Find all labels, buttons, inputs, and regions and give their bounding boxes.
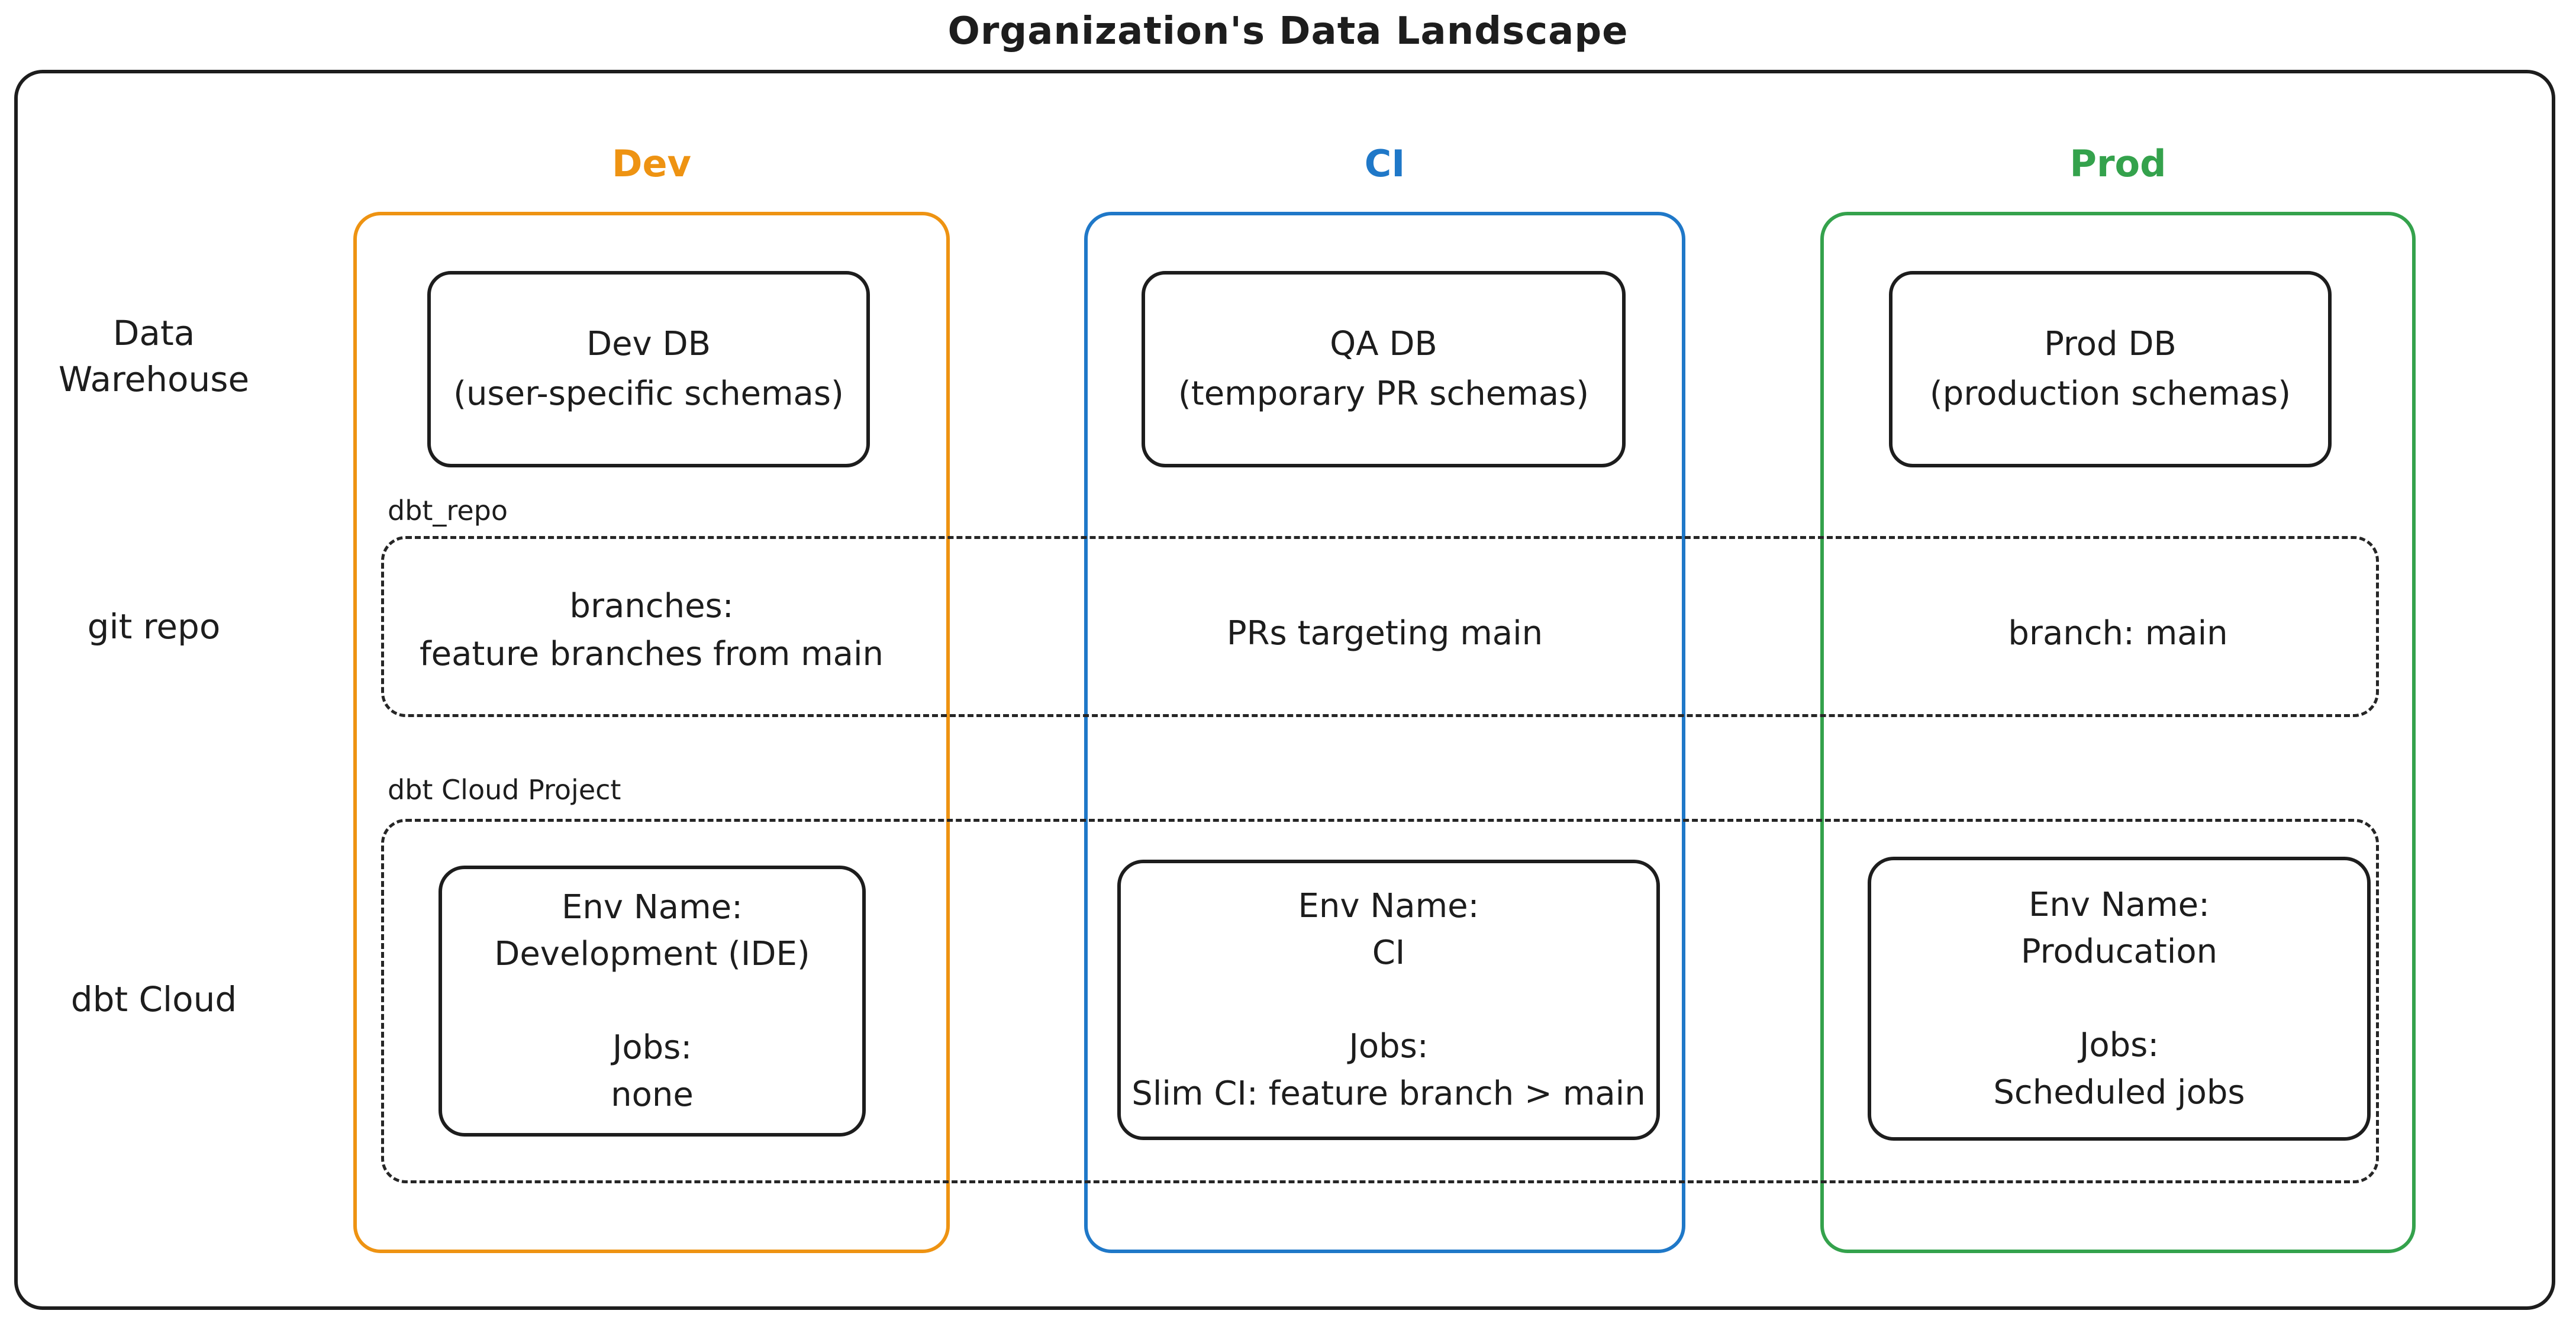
column-frame-prod [1820,212,2416,1253]
git-text-ci: PRs targeting main [1226,614,1543,653]
qa-db-detail: (temporary PR schemas) [1178,375,1590,413]
env-prod-jobs: Scheduled jobs [1993,1073,2245,1112]
column-header-dev: Dev [612,142,691,185]
row-label-data-warehouse-line2: Warehouse [58,359,250,400]
git-text-dev: branches: feature branches from main [353,582,950,678]
env-dev-name: Development (IDE) [494,935,810,974]
env-dev-jobs-label: Jobs: [612,1028,692,1067]
env-prod-name-label: Env Name: [2029,885,2210,924]
column-frame-ci [1084,212,1685,1253]
column-frame-dev [353,212,950,1253]
qa-db-box: QA DB (temporary PR schemas) [1142,271,1626,467]
env-box-dev: Env Name: Development (IDE) Jobs: none [439,866,866,1137]
env-ci-jobs: Slim CI: feature branch > main [1131,1074,1646,1113]
dev-db-box: Dev DB (user-specific schemas) [427,271,870,467]
env-dev-name-label: Env Name: [562,887,743,927]
prod-db-box: Prod DB (production schemas) [1889,271,2332,467]
column-header-ci: CI [1364,142,1405,185]
git-text-prod: branch: main [2008,614,2228,653]
env-ci-name: CI [1372,934,1405,973]
env-box-ci: Env Name: CI Jobs: Slim CI: feature bran… [1117,860,1660,1140]
env-prod-name: Producation [2020,932,2218,971]
git-text-dev-line2: feature branches from main [419,635,884,674]
dev-db-detail: (user-specific schemas) [453,375,844,413]
env-ci-jobs-label: Jobs: [1349,1027,1429,1066]
row-label-git-repo: git repo [87,606,221,647]
dbt-cloud-project-dashed-frame [381,819,2379,1183]
dbt-cloud-project-label: dbt Cloud Project [388,774,621,806]
prod-db-detail: (production schemas) [1929,375,2291,413]
env-ci-name-label: Env Name: [1298,886,1479,925]
env-dev-jobs: none [611,1075,694,1114]
dbt-repo-dashed-frame [381,536,2379,717]
diagram-title: Organization's Data Landscape [947,9,1629,53]
outer-frame [14,70,2555,1310]
row-label-dbt-cloud: dbt Cloud [70,979,237,1019]
row-label-data-warehouse: Data Warehouse [12,310,296,403]
prod-db-name: Prod DB [2044,325,2177,363]
env-box-prod: Env Name: Producation Jobs: Scheduled jo… [1868,857,2371,1141]
column-header-prod: Prod [2069,142,2166,185]
git-text-dev-line1: branches: [569,587,734,625]
dev-db-name: Dev DB [586,325,711,363]
row-label-data-warehouse-line1: Data [112,313,195,353]
qa-db-name: QA DB [1330,325,1437,363]
env-prod-jobs-label: Jobs: [2079,1026,2159,1064]
dbt-repo-label: dbt_repo [388,495,508,527]
